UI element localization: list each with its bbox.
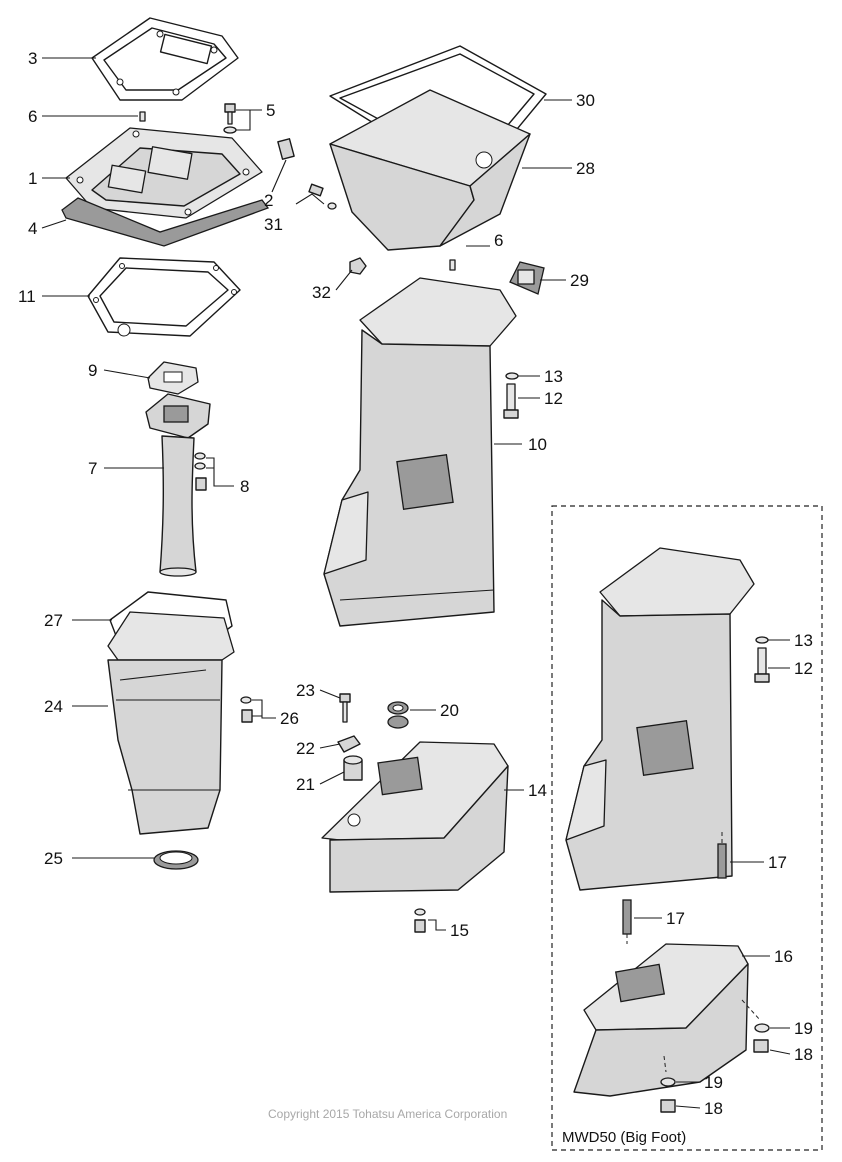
part-32-nut (349, 257, 367, 275)
copyright-text: Copyright 2015 Tohatsu America Corporati… (268, 1107, 507, 1121)
variant-box (551, 505, 823, 1151)
label-part-8: 8 (240, 477, 249, 496)
label-part-12: 12 (544, 389, 563, 408)
part-7-exhaust-pipe (145, 393, 211, 577)
part-3-top-gasket (91, 17, 239, 101)
label-part-4: 4 (28, 219, 37, 238)
part-22-clip (337, 735, 361, 753)
variant-17-stud-b (622, 899, 632, 944)
label-part-16: 16 (774, 947, 793, 966)
variant-18-nut-a (753, 1039, 769, 1053)
label-part-26: 26 (280, 709, 299, 728)
part-23-screw (339, 693, 351, 723)
part-28-tray (329, 89, 531, 251)
variant-18-nut-b (660, 1099, 676, 1113)
label-part-2: 2 (264, 191, 273, 210)
label-part-25: 25 (44, 849, 63, 868)
label-variant-19-b: 19 (704, 1073, 723, 1092)
part-numbers: 3 6 5 1 2 4 11 9 7 8 27 24 26 25 30 28 3… (18, 49, 813, 1118)
part-13-washer (505, 372, 519, 380)
part-8-bolts (194, 452, 207, 491)
label-part-23: 23 (296, 681, 315, 700)
label-part-3: 3 (28, 49, 37, 68)
part-10-driveshaft-housing (323, 277, 517, 627)
label-part-6-right: 6 (494, 231, 503, 250)
label-part-6: 6 (28, 107, 37, 126)
label-variant-18-b: 18 (704, 1099, 723, 1118)
label-variant-17-a: 17 (768, 853, 787, 872)
part-26-bolt (240, 696, 253, 723)
variant-19-washer-a (754, 1023, 770, 1033)
label-variant-12: 12 (794, 659, 813, 678)
label-part-15: 15 (450, 921, 469, 940)
label-part-31: 31 (264, 215, 283, 234)
label-variant-19-a: 19 (794, 1019, 813, 1038)
part-11-gasket (87, 257, 241, 337)
label-variant-17-b: 17 (666, 909, 685, 928)
label-part-1: 1 (28, 169, 37, 188)
label-part-5: 5 (266, 101, 275, 120)
part-31-screw (308, 183, 337, 210)
label-part-32: 32 (312, 283, 331, 302)
label-part-20: 20 (440, 701, 459, 720)
label-part-22: 22 (296, 739, 315, 758)
variant-13-washer (755, 636, 769, 644)
part-9-pipe-gasket (147, 361, 199, 395)
label-part-10: 10 (528, 435, 547, 454)
variant-19-washer-b (660, 1077, 676, 1087)
variant-label: MWD50 (Big Foot) (562, 1129, 686, 1146)
leader-lines (41, 57, 791, 1109)
label-part-14: 14 (528, 781, 547, 800)
part-1-mount-plate (65, 127, 263, 219)
label-part-30: 30 (576, 91, 595, 110)
part-12-bolt (503, 383, 519, 419)
label-part-27: 27 (44, 611, 63, 630)
label-part-29: 29 (570, 271, 589, 290)
label-part-24: 24 (44, 697, 63, 716)
part-25-ring (153, 850, 199, 870)
part-4-seal (61, 197, 270, 247)
part-29-grommet (509, 261, 545, 295)
label-variant-18-a: 18 (794, 1045, 813, 1064)
label-variant-13: 13 (794, 631, 813, 650)
part-21-cap (343, 755, 363, 781)
variant-12-bolt (754, 647, 770, 683)
part-15-bolt (414, 908, 426, 933)
variant-driveshaft-housing (565, 547, 755, 891)
label-part-28: 28 (576, 159, 595, 178)
label-part-21: 21 (296, 775, 315, 794)
label-part-11: 11 (18, 287, 36, 306)
part-16-extended-casing (573, 943, 761, 1097)
part-6-pin-right (449, 259, 456, 271)
part-5-bolt (223, 103, 237, 134)
part-6-pin (139, 111, 146, 122)
part-20-washer (387, 701, 409, 729)
part-24-exhaust-housing (107, 611, 235, 835)
label-part-7: 7 (88, 459, 97, 478)
label-part-9: 9 (88, 361, 97, 380)
variant-17-stud-a (717, 832, 727, 879)
part-2-stud (277, 138, 295, 160)
label-part-13: 13 (544, 367, 563, 386)
part-14-lower-casing (321, 741, 509, 893)
